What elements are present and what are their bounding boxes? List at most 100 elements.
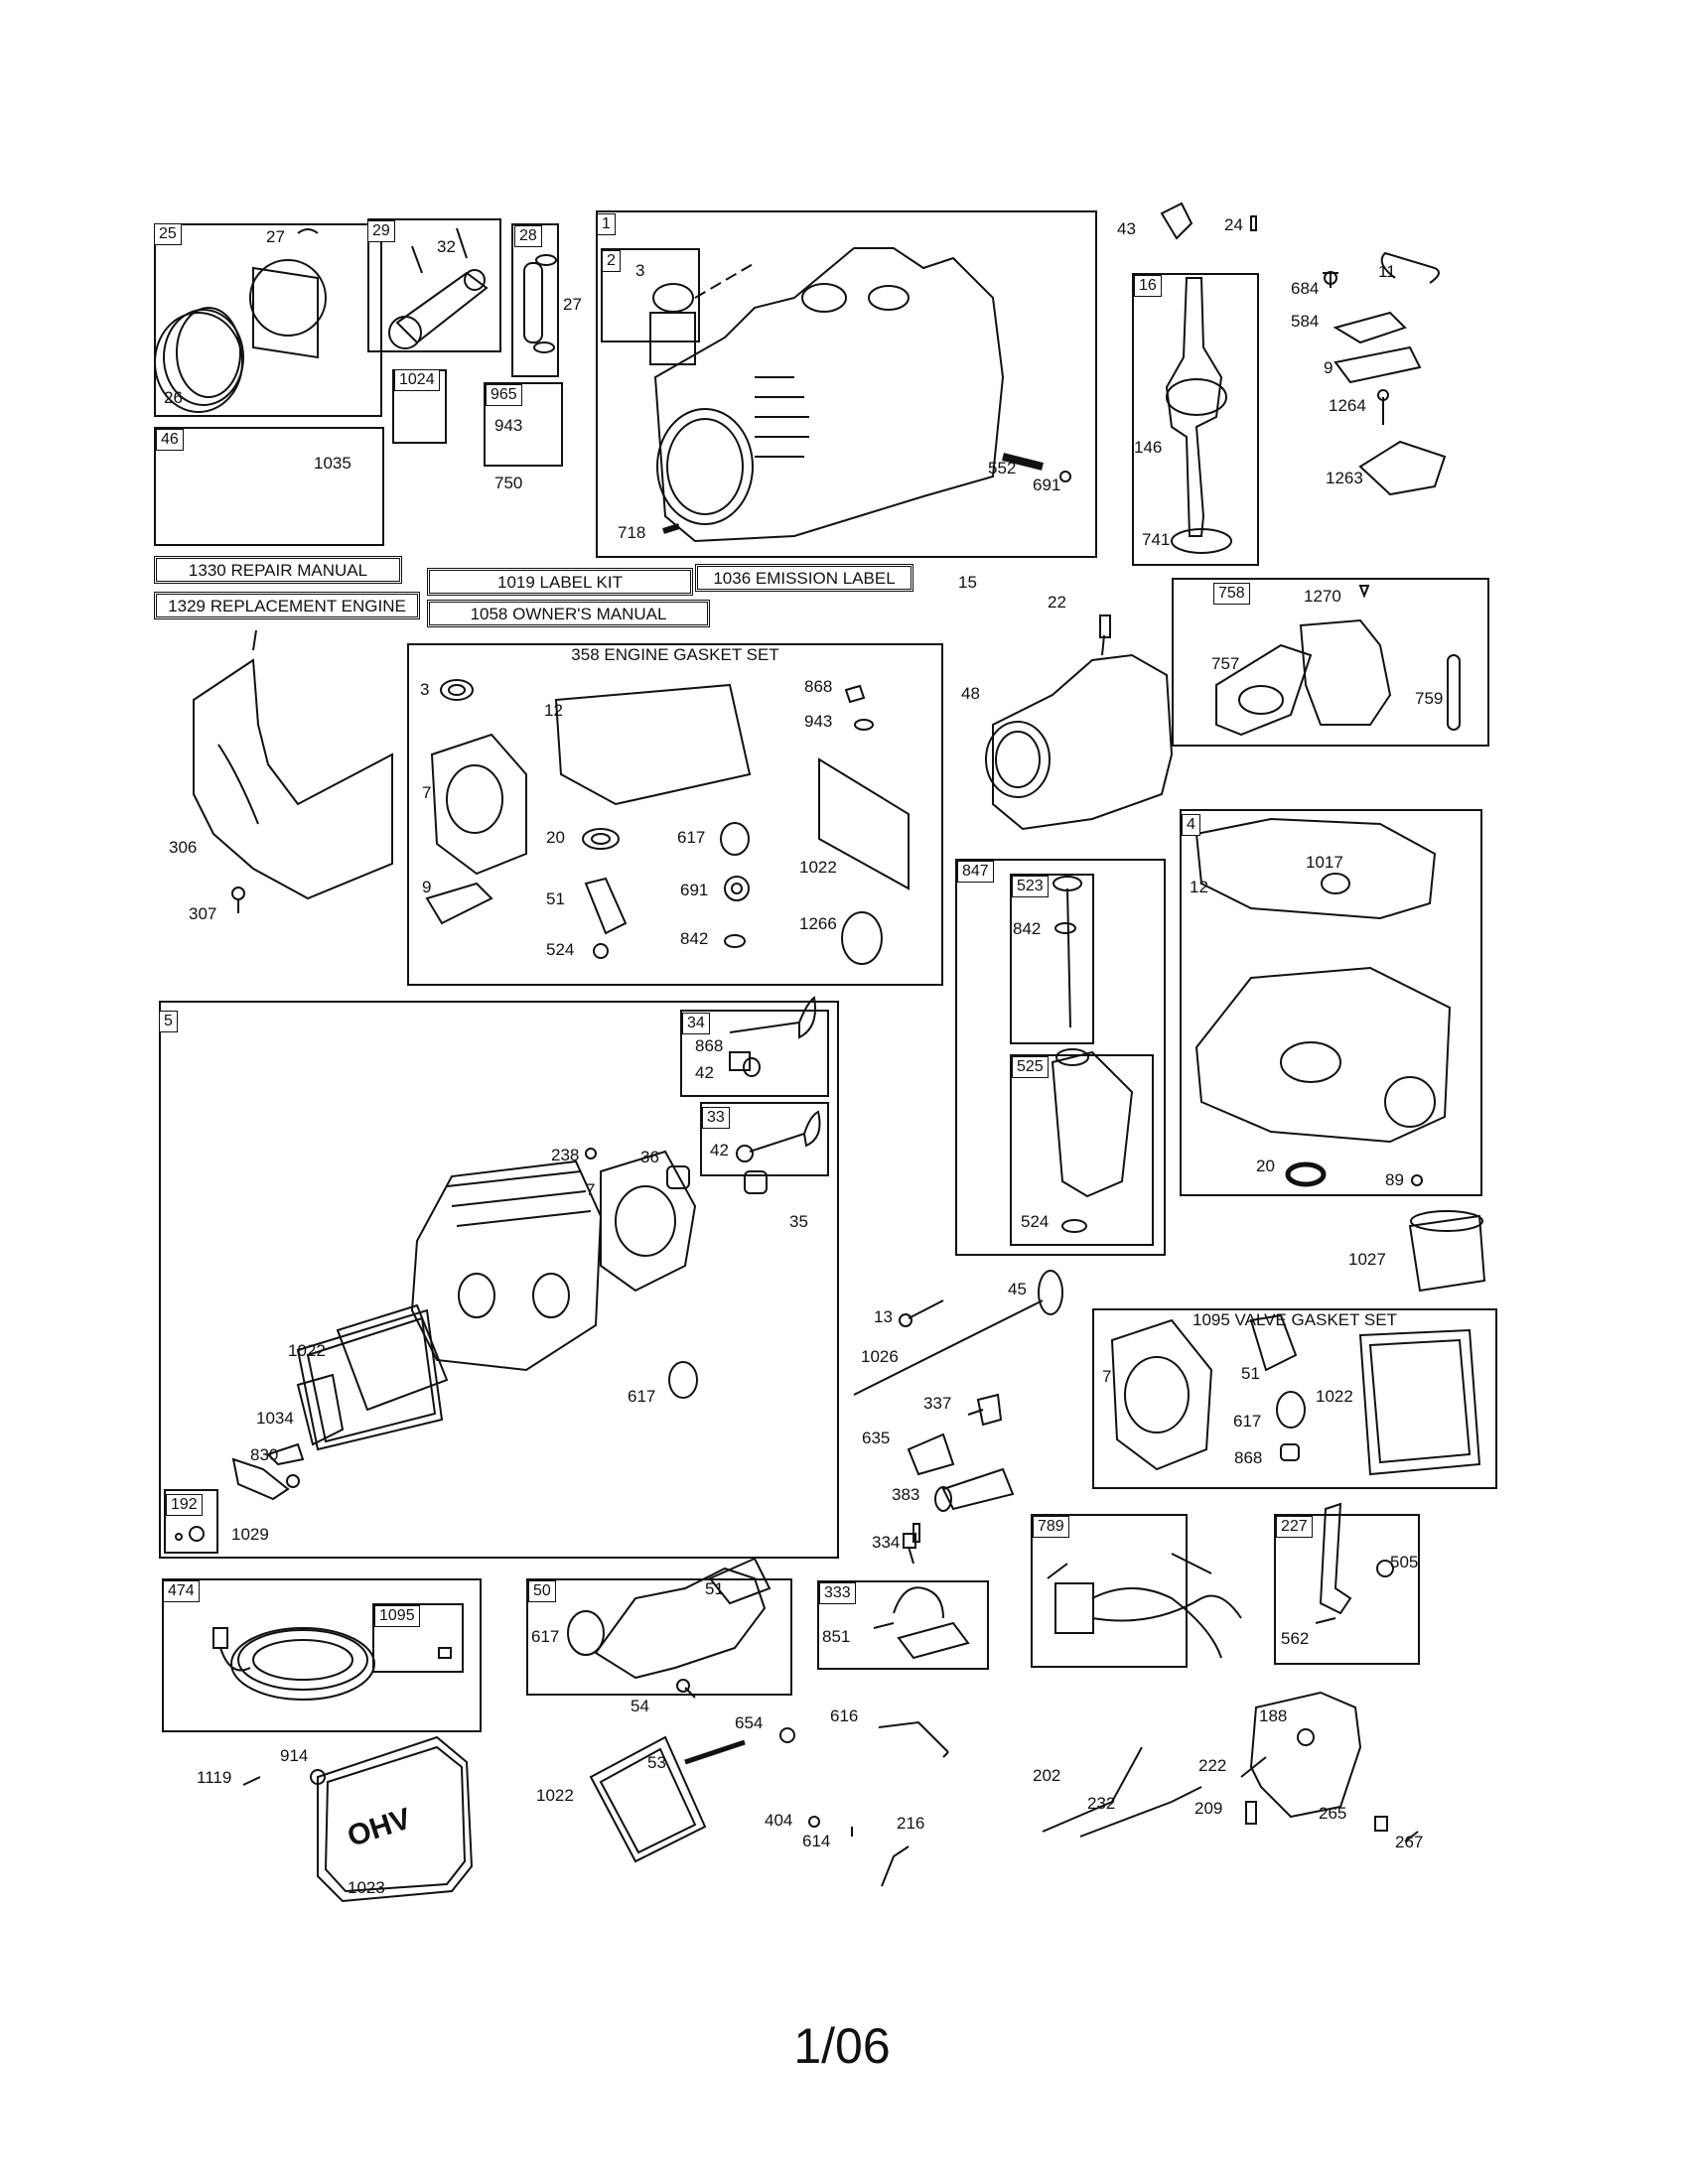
valve-gasket-set-drawing: [1110, 1313, 1481, 1476]
part-label-691: 691: [1033, 476, 1061, 494]
part-label-684: 684: [1291, 279, 1320, 298]
part-label-617: 617: [677, 828, 706, 847]
part-label-43: 43: [1117, 219, 1136, 238]
governor-arm-drawing: [1215, 585, 1461, 737]
blower-housing-drawing: [193, 629, 393, 913]
box-tag-965: 965: [486, 384, 522, 406]
part-label-914: 914: [280, 1746, 309, 1765]
part-label-1029: 1029: [231, 1525, 269, 1544]
part-label-868: 868: [695, 1036, 724, 1055]
part-label-89: 89: [1385, 1170, 1404, 1189]
box-tag-1024: 1024: [394, 369, 440, 391]
part-label-1022: 1022: [288, 1341, 326, 1360]
part-label-524: 524: [1021, 1212, 1050, 1231]
box-tag-847: 847: [957, 861, 994, 883]
alternator-drawing: [212, 1627, 452, 1701]
valve-cover-drawing: OHV: [242, 1735, 474, 1903]
wiring-harness-drawing: [1047, 1553, 1242, 1659]
part-label-943: 943: [804, 712, 833, 731]
part-label-7: 7: [422, 783, 432, 802]
part-label-267: 267: [1395, 1833, 1424, 1851]
part-label-1022: 1022: [1316, 1387, 1353, 1406]
part-label-216: 216: [897, 1814, 925, 1833]
part-label-222: 222: [1198, 1756, 1227, 1775]
dipstick-drawing: [1051, 876, 1134, 1233]
box-tag-2: 2: [602, 250, 621, 272]
box-tag-25: 25: [154, 223, 182, 245]
ignition-module-drawing: [873, 1523, 970, 1660]
box-tag-16: 16: [1134, 275, 1162, 297]
valve-gasket-set-title: 1095 VALVE GASKET SET: [1193, 1310, 1397, 1329]
group-box-358: [407, 643, 943, 986]
part-label-842: 842: [1013, 919, 1042, 938]
box-tag-33: 33: [702, 1107, 730, 1129]
part-label-524: 524: [546, 940, 575, 959]
connecting-rod-drawing: [388, 227, 489, 349]
oil-sump-drawing: [1194, 817, 1452, 1187]
group-box-5: [159, 1001, 839, 1559]
part-label-265: 265: [1319, 1804, 1347, 1823]
group-box-965: [484, 382, 563, 467]
part-label-1263: 1263: [1326, 469, 1363, 487]
box-tag-50: 50: [528, 1580, 556, 1602]
box-tag-333: 333: [819, 1582, 856, 1604]
cylinder-head-drawing: [175, 1148, 768, 1542]
part-label-1119: 1119: [197, 1768, 232, 1787]
group-box-192: [164, 1489, 218, 1554]
box-tag-1095: 1095: [374, 1605, 420, 1627]
part-label-238: 238: [551, 1146, 580, 1164]
part-label-759: 759: [1415, 689, 1444, 708]
part-label-209: 209: [1194, 1799, 1223, 1818]
part-label-1022: 1022: [799, 858, 837, 877]
kit-label-kit: 1019 LABEL KIT: [427, 568, 693, 596]
group-box-1095-valve: [1092, 1308, 1497, 1489]
misc-bottom-parts-drawing: [676, 1679, 1419, 1887]
kit-owners-manual: 1058 OWNER'S MANUAL: [427, 600, 710, 627]
part-label-1270: 1270: [1304, 587, 1341, 606]
governor-parts-drawing: [1160, 202, 1447, 496]
box-tag-28: 28: [514, 225, 542, 247]
oil-filter-drawing: [1408, 1210, 1486, 1293]
part-label-383: 383: [892, 1485, 920, 1504]
part-label-584: 584: [1291, 312, 1320, 331]
part-label-868: 868: [804, 677, 833, 696]
part-label-552: 552: [988, 459, 1017, 478]
group-box-2: [601, 248, 700, 342]
part-label-3: 3: [635, 261, 645, 280]
part-label-1022: 1022: [536, 1786, 574, 1805]
svg-text:OHV: OHV: [344, 1802, 415, 1852]
part-label-32: 32: [437, 237, 456, 256]
rocker-gasket-drawing: [589, 1735, 707, 1863]
group-box-46: [154, 427, 384, 546]
part-label-562: 562: [1281, 1629, 1310, 1648]
box-tag-46: 46: [156, 429, 184, 451]
part-label-1017: 1017: [1306, 853, 1343, 872]
part-label-617: 617: [531, 1627, 560, 1646]
group-box-474: [162, 1578, 482, 1732]
group-box-847: [955, 859, 1166, 1256]
part-label-943: 943: [494, 416, 523, 435]
misc-center-parts-drawing: [853, 1270, 1063, 1565]
box-tag-758: 758: [1213, 583, 1250, 605]
part-label-1035: 1035: [314, 454, 351, 473]
part-label-750: 750: [494, 474, 523, 492]
part-label-188: 188: [1259, 1706, 1288, 1725]
part-label-851: 851: [822, 1627, 851, 1646]
cylinder-block-drawing: [649, 247, 1071, 543]
part-label-334: 334: [872, 1533, 901, 1552]
wrist-pin-drawing: [523, 254, 557, 353]
group-box-227: [1274, 1514, 1420, 1665]
box-tag-1: 1: [597, 213, 616, 235]
part-label-1266: 1266: [799, 914, 837, 933]
group-box-758: [1172, 578, 1489, 747]
part-label-404: 404: [765, 1811, 793, 1830]
group-box-789: [1031, 1514, 1188, 1668]
group-box-525: [1010, 1054, 1154, 1246]
part-label-3: 3: [420, 680, 430, 699]
crankshaft-drawing: [1165, 277, 1232, 554]
part-label-654: 654: [735, 1713, 764, 1732]
part-label-1027: 1027: [1348, 1250, 1386, 1269]
part-label-232: 232: [1087, 1794, 1116, 1813]
part-label-24: 24: [1224, 215, 1243, 234]
